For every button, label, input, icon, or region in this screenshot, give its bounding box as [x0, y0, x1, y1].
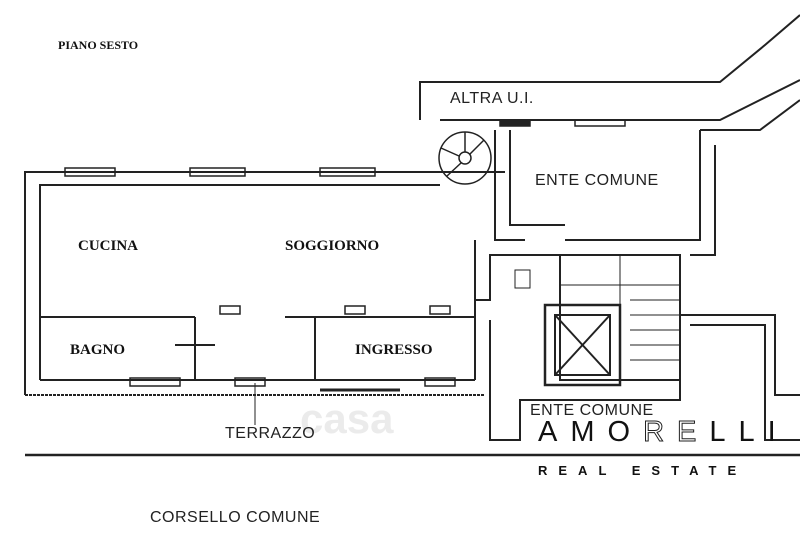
altra-ui-walls [419, 14, 800, 131]
room-label-cucina: CUCINA [78, 238, 138, 254]
room-label-bagno: BAGNO [70, 342, 126, 358]
windows [64, 119, 626, 392]
room-label-soggiorno: SOGGIORNO [285, 238, 380, 254]
room-label-altra-ui: ALTRA U.I. [450, 90, 534, 107]
room-label-ingresso: INGRESSO [355, 342, 433, 358]
logo-part1: AMO [538, 416, 644, 448]
ente-comune-walls [474, 130, 800, 441]
logo-part2: RE [643, 416, 710, 449]
spiral-stair [438, 131, 492, 185]
logo-subtitle: REAL ESTATE [538, 463, 748, 478]
logo-part3: LLI [709, 416, 789, 448]
room-label-ente-comune-bottom: ENTE COMUNE [530, 402, 654, 419]
logo: AMORELLI [538, 416, 789, 449]
room-label-ente-comune-top: ENTE COMUNE [535, 172, 659, 189]
room-label-corsello: CORSELLO COMUNE [150, 509, 321, 526]
apartment-walls [24, 171, 800, 457]
floor-title: PIANO SESTO [58, 38, 139, 52]
watermark: casa [300, 395, 394, 442]
room-label-terrazzo: TERRAZZO [225, 425, 316, 442]
